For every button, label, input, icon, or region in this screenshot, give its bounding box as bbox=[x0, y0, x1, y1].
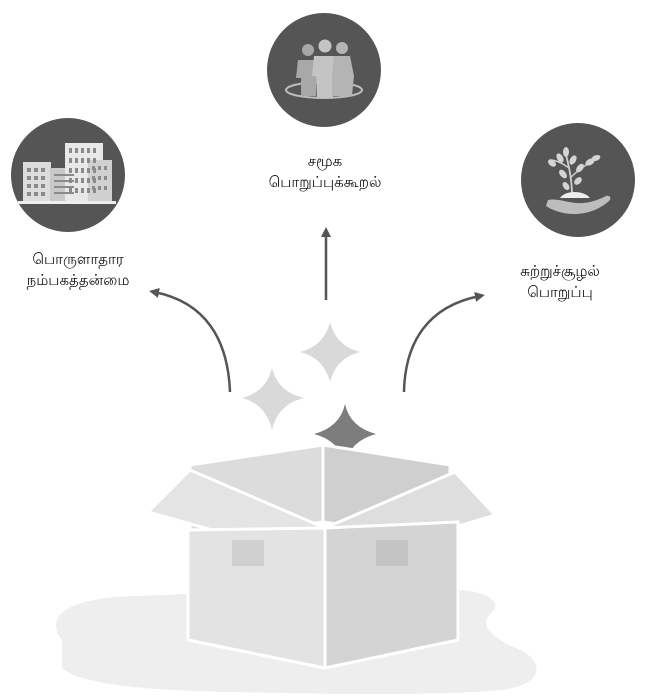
economic-label-line1: பொருளாதார bbox=[32, 250, 124, 268]
sparkle-dark bbox=[314, 404, 376, 464]
economic-label: பொருளாதார நம்பகத்தன்மை bbox=[0, 249, 156, 291]
environmental-label-line2: பொறுப்பு bbox=[527, 283, 593, 301]
sparkle-left bbox=[242, 368, 304, 430]
plant-in-hand-icon bbox=[521, 123, 635, 237]
community-people-icon bbox=[267, 13, 381, 127]
environmental-label: சுற்றுச்சூழல் பொறுப்பு bbox=[482, 261, 638, 303]
economic-label-line2: நம்பகத்தன்மை bbox=[26, 271, 130, 289]
open-box bbox=[146, 443, 497, 670]
sparkle-top bbox=[300, 322, 360, 382]
office-building-icon bbox=[11, 118, 125, 232]
social-label-line2: பொறுப்புக்கூறல் bbox=[268, 173, 382, 191]
environmental-label-line1: சுற்றுச்சூழல் bbox=[520, 262, 600, 280]
arrow-to-economic bbox=[149, 288, 232, 393]
social-label: சமூக பொறுப்புக்கூறல் bbox=[232, 151, 418, 193]
social-label-line1: சமூக bbox=[307, 152, 343, 170]
arrow-to-environmental bbox=[402, 292, 485, 393]
box-tape-right bbox=[376, 540, 408, 566]
box-tape-left bbox=[232, 540, 264, 566]
